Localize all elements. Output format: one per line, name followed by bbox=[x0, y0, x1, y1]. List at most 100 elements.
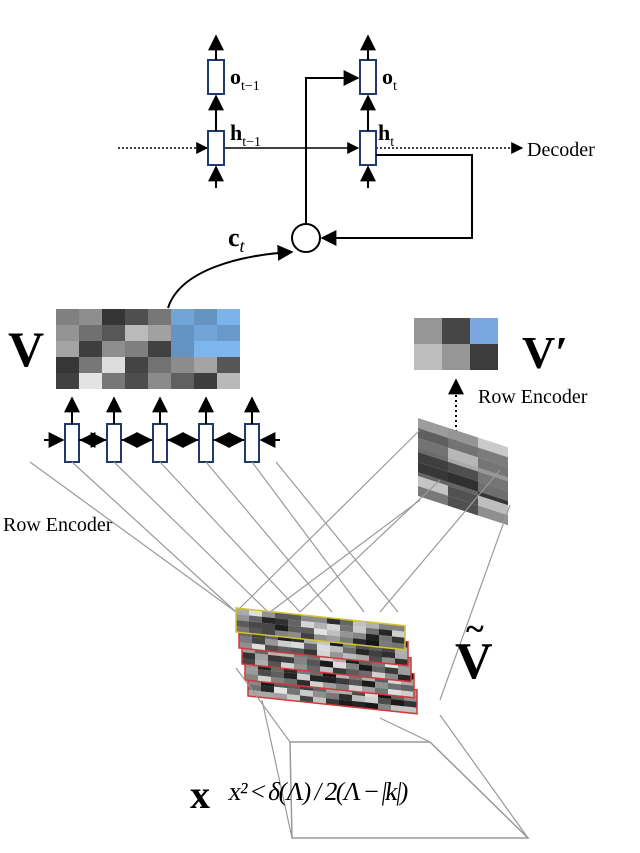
feature-map-cell bbox=[317, 644, 330, 652]
feature-map-cell bbox=[339, 699, 352, 707]
feature-map-cell bbox=[262, 610, 275, 619]
feature-map-cell bbox=[401, 684, 414, 692]
feature-map-cell bbox=[281, 662, 294, 670]
feature-map-cell bbox=[392, 624, 405, 632]
feature-map-cell bbox=[274, 686, 287, 695]
V-grid-cell bbox=[125, 357, 148, 373]
feature-map-cell bbox=[236, 608, 249, 616]
V-grid-cell bbox=[217, 309, 240, 325]
feature-map-cell bbox=[284, 678, 297, 686]
h-cur-label: ht bbox=[378, 120, 394, 150]
feature-map-cell bbox=[404, 700, 417, 708]
pooled-layer-cell bbox=[418, 438, 448, 458]
pooled-layer-cell bbox=[448, 427, 478, 448]
V-grid-cell bbox=[148, 341, 171, 357]
V-grid-cell bbox=[171, 309, 194, 325]
V-grid-cell bbox=[125, 325, 148, 341]
V-tilde-label: V bbox=[455, 633, 493, 690]
feature-map-cell bbox=[314, 616, 327, 624]
V-feature-grid bbox=[56, 309, 240, 389]
feature-map-cell bbox=[262, 616, 275, 625]
feature-map-cell bbox=[239, 642, 252, 650]
pooled-layer-cell bbox=[448, 485, 478, 506]
feature-map-cell bbox=[330, 645, 343, 653]
pooled-layer-cell bbox=[418, 486, 448, 506]
feature-map-cell bbox=[314, 628, 327, 636]
V-grid-cell bbox=[194, 309, 217, 325]
o-prev-cell-icon bbox=[207, 59, 225, 95]
h-cur-cell-icon bbox=[359, 130, 377, 166]
feature-map-cell bbox=[274, 692, 287, 701]
feature-map-cell bbox=[313, 690, 326, 699]
V-grid-cell bbox=[217, 373, 240, 389]
V-grid-cell bbox=[56, 309, 79, 325]
feature-map-cell bbox=[249, 609, 262, 617]
feature-map-cell bbox=[249, 615, 262, 623]
row-encoder-right-label: Row Encoder bbox=[478, 386, 588, 408]
V-grid-cell bbox=[148, 357, 171, 373]
V-grid-cell bbox=[102, 373, 125, 389]
decoder-rnn: Decoder ot−1 ht−1 ot ht ct bbox=[118, 34, 595, 309]
feature-map-cell bbox=[404, 706, 417, 714]
feature-map-cell bbox=[291, 641, 304, 649]
feature-map-cell bbox=[314, 634, 327, 642]
row-encoder-cell-icon bbox=[106, 423, 122, 463]
feature-map-cell bbox=[382, 651, 395, 659]
feature-map-cell bbox=[379, 641, 392, 649]
feature-map-cell bbox=[301, 626, 314, 635]
feature-map-cell bbox=[255, 659, 268, 667]
feature-map-cell bbox=[278, 640, 291, 648]
feature-map-cell bbox=[356, 648, 369, 656]
V-grid-cell bbox=[148, 309, 171, 325]
tilde-mark: ~ bbox=[466, 611, 484, 648]
V-grid-cell bbox=[56, 357, 79, 373]
feature-map-cell bbox=[349, 684, 362, 693]
feature-map-cell bbox=[385, 673, 398, 681]
pooled-layer-cell bbox=[478, 437, 508, 458]
feature-map-cell bbox=[323, 676, 336, 684]
V-grid-cell bbox=[102, 357, 125, 373]
row-encoder-cell-icon bbox=[244, 423, 260, 463]
V-prime-cell bbox=[470, 344, 498, 370]
feature-map-cell bbox=[265, 644, 278, 653]
input-image-plane: x² < δ(Λ) / 2(Λ − |k|) bbox=[227, 667, 530, 839]
feature-map-cell bbox=[375, 687, 388, 696]
V-grid-cell bbox=[194, 325, 217, 341]
feature-map-cell bbox=[395, 652, 408, 660]
feature-map-cell bbox=[310, 680, 323, 689]
h-prev-label: ht−1 bbox=[230, 120, 261, 150]
feature-map-cell bbox=[385, 667, 398, 675]
feature-map-cell bbox=[343, 646, 356, 655]
feature-map-cell bbox=[356, 654, 369, 662]
V-grid-cell bbox=[125, 373, 148, 389]
V-grid-cell bbox=[56, 325, 79, 341]
feature-map-cell bbox=[359, 664, 372, 672]
feature-map-cell bbox=[278, 646, 291, 654]
feature-map-cell bbox=[352, 700, 365, 709]
feature-map-cell bbox=[379, 623, 392, 631]
feature-map-cell bbox=[287, 694, 300, 702]
pooled-layer-cell bbox=[448, 495, 478, 516]
feature-map-cell bbox=[297, 679, 310, 687]
feature-map-cell bbox=[346, 668, 359, 677]
feature-map-cell bbox=[382, 657, 395, 665]
feature-map-cell bbox=[304, 642, 317, 651]
V-grid-cell bbox=[79, 341, 102, 357]
feature-map-cell bbox=[310, 674, 323, 683]
pooled-layer-cell bbox=[478, 471, 508, 492]
feature-map-cell bbox=[281, 656, 294, 664]
feature-map-cell bbox=[294, 657, 307, 665]
V-grid-cell bbox=[148, 373, 171, 389]
feature-map-cell bbox=[258, 675, 271, 683]
context-label: ct bbox=[228, 223, 246, 256]
feature-map-cell bbox=[366, 639, 379, 648]
feature-map-cell bbox=[271, 676, 284, 685]
V-prime-cell bbox=[414, 318, 442, 344]
V-grid-cell bbox=[171, 373, 194, 389]
feature-map-cell bbox=[379, 629, 392, 637]
feature-map-cell bbox=[372, 665, 385, 674]
feature-map-cell bbox=[366, 627, 379, 636]
feature-map-cell bbox=[326, 698, 339, 706]
feature-map-cell bbox=[307, 658, 320, 667]
